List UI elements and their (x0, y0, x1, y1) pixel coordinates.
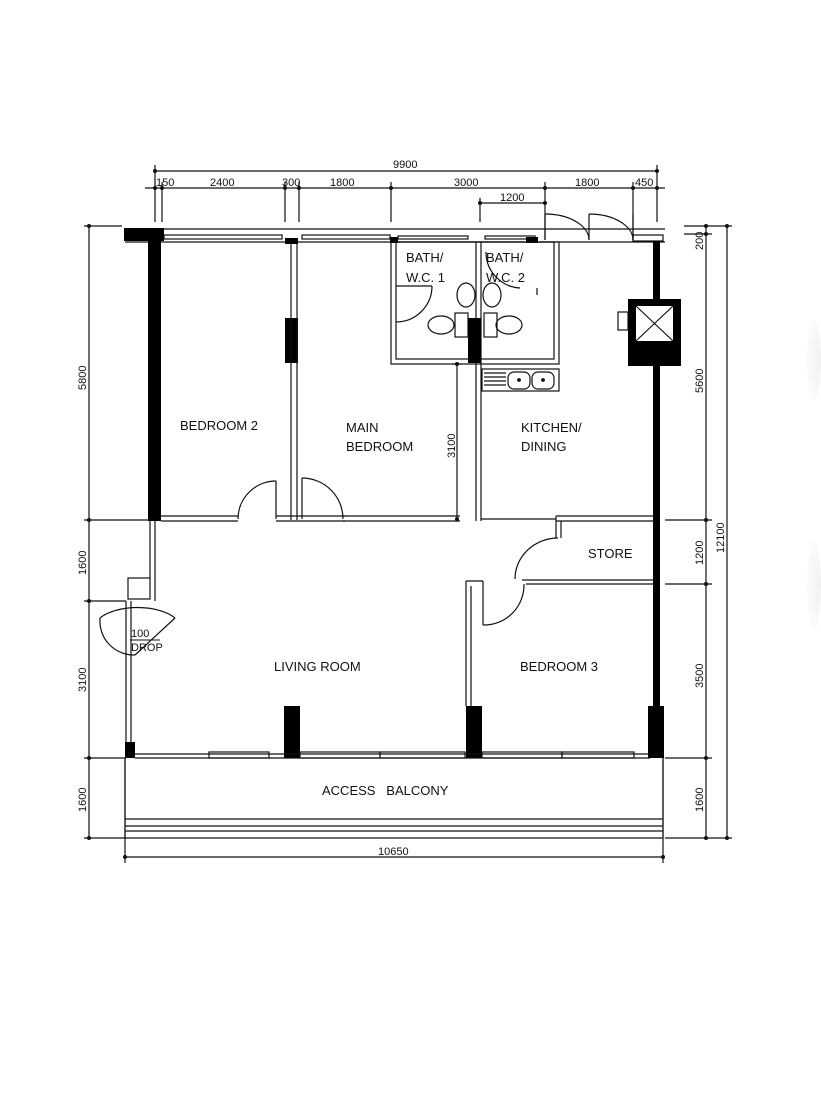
access-balcony (124, 758, 664, 839)
bath-block (390, 241, 560, 365)
page-edge-shadow (807, 540, 821, 630)
bottom-facade-windows (135, 751, 650, 759)
room-kitchen-line1: KITCHEN/ (521, 420, 582, 435)
kitchen-sink (481, 368, 560, 392)
dim-left-1600b: 1600 (77, 788, 89, 812)
dim-right-3500: 3500 (694, 664, 706, 688)
room-store: STORE (588, 546, 633, 561)
dim-left-1600a: 1600 (77, 551, 89, 575)
dim-kitchen-wall: 3100 (446, 434, 458, 458)
room-bath2-line1: BATH/ (486, 250, 524, 265)
dim-left-5800: 5800 (77, 366, 89, 390)
room-bath1-line2: W.C. 1 (406, 270, 445, 285)
drop-label: DROP (131, 642, 163, 654)
room-bedroom-3: BEDROOM 3 (520, 659, 598, 674)
dim-right-1600: 1600 (694, 788, 706, 812)
entrance-doors (544, 213, 634, 241)
dim-left-3100: 3100 (77, 668, 89, 692)
top-dimension-lines (145, 165, 665, 240)
room-access-balcony: ACCESS BALCONY (322, 783, 449, 798)
dim-bottom-total: 10650 (378, 846, 409, 858)
dim-top-3000: 3000 (454, 177, 478, 189)
dim-right-total: 12100 (715, 522, 727, 553)
room-main-bedroom-line1: MAIN (346, 420, 379, 435)
living-left-wall (99, 521, 176, 742)
room-living: LIVING ROOM (274, 659, 361, 674)
dim-right-1200: 1200 (694, 541, 706, 565)
dim-top-total: 9900 (393, 159, 417, 171)
structural-walls (124, 228, 664, 758)
left-dimension-lines (84, 225, 150, 839)
room-bath2-line2: W.C. 2 (486, 270, 525, 285)
dim-top-150: 150 (156, 177, 174, 189)
room-kitchen-line2: DINING (521, 439, 567, 454)
page-edge-shadow (807, 320, 821, 400)
bedroom3-walls (465, 580, 525, 706)
room-bedroom-2: BEDROOM 2 (180, 418, 258, 433)
dim-top-300: 300 (282, 177, 300, 189)
store-walls (514, 515, 653, 585)
service-shaft (617, 299, 681, 366)
room-main-bedroom-line2: BEDROOM (346, 439, 413, 454)
dim-right-5600: 5600 (694, 369, 706, 393)
dim-top-1200: 1200 (500, 192, 524, 204)
dim-top-2400: 2400 (210, 177, 234, 189)
dim-top-450: 450 (635, 177, 653, 189)
dim-top-1800a: 1800 (330, 177, 354, 189)
room-bath1-line1: BATH/ (406, 250, 444, 265)
dim-right-200: 200 (694, 232, 706, 250)
drop-value: 100 (131, 628, 149, 640)
dim-top-1800b: 1800 (575, 177, 599, 189)
